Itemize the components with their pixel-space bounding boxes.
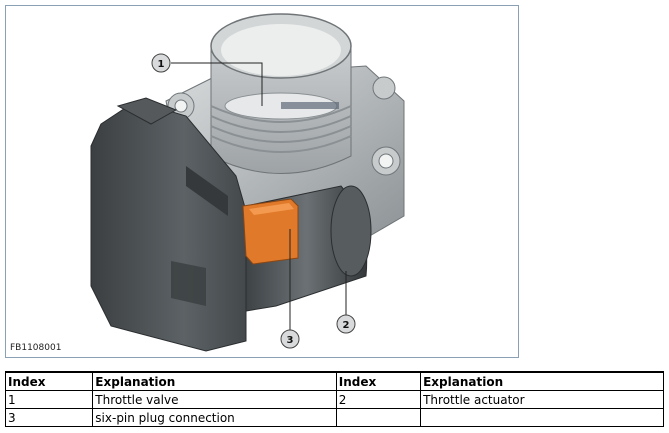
throttle-body-illustration: 1 2 3	[90, 13, 405, 352]
callout-2-label: 2	[343, 320, 350, 331]
bore-ribs	[210, 105, 352, 153]
callout-1-marker: 1	[151, 53, 171, 73]
callout-3-label: 3	[287, 335, 294, 346]
cell-index: 2	[335, 390, 422, 409]
cell-explanation: six-pin plug connection	[92, 408, 337, 427]
throttle-body-figure: 1 2 3 FB1108001	[5, 5, 519, 358]
six-pin-plug	[242, 198, 299, 265]
cell-explanation	[420, 408, 664, 427]
legend-header-row: Index Explanation Index Explanation	[4, 371, 664, 391]
cell-index	[335, 408, 422, 427]
table-row: 3 six-pin plug connection	[4, 408, 664, 427]
mounting-ear-top	[372, 76, 396, 100]
callout-2-marker: 2	[336, 314, 356, 334]
callout-3-marker: 3	[280, 329, 300, 349]
cell-index: 1	[4, 390, 94, 409]
cell-index: 3	[4, 408, 94, 427]
table-row: 1 Throttle valve 2 Throttle actuator	[4, 390, 664, 409]
cell-explanation: Throttle valve	[92, 390, 337, 409]
figure-code: FB1108001	[10, 343, 62, 353]
callout-1-label: 1	[158, 59, 165, 70]
cell-explanation: Throttle actuator	[420, 390, 664, 409]
header-explanation-2: Explanation	[420, 371, 664, 391]
header-index-2: Index	[335, 371, 422, 391]
header-index-1: Index	[4, 371, 94, 391]
legend-table: Index Explanation Index Explanation 1 Th…	[4, 371, 664, 427]
header-explanation-1: Explanation	[92, 371, 337, 391]
